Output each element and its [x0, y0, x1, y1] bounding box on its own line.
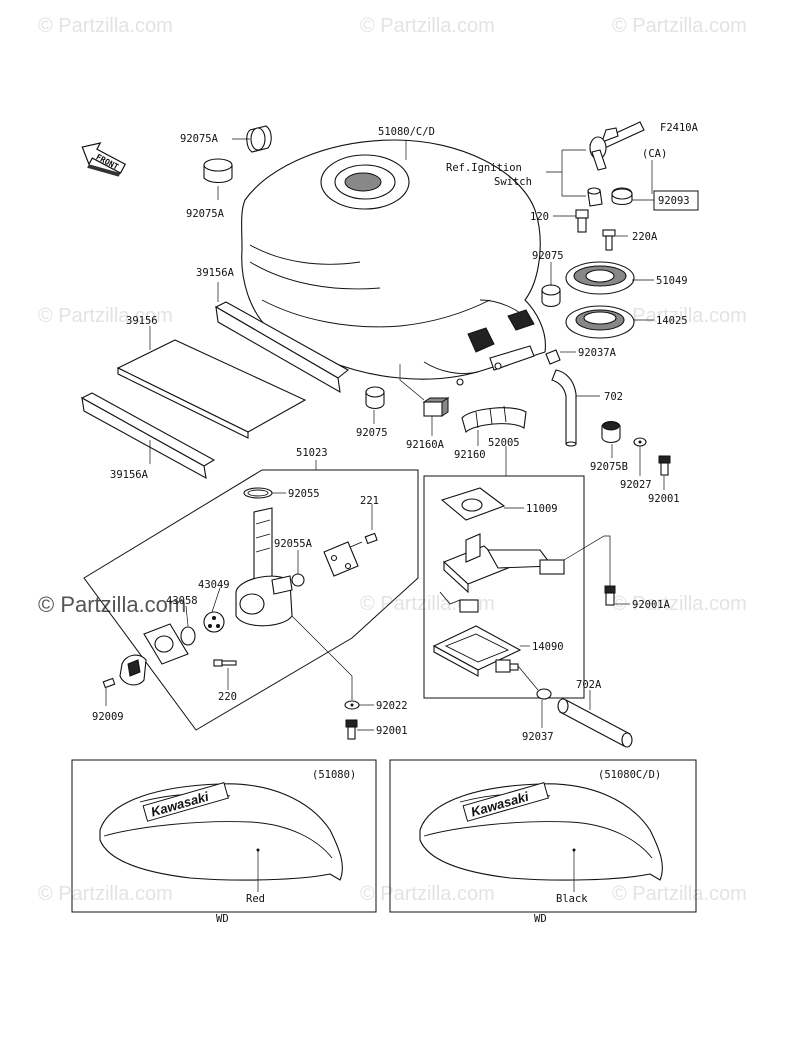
bolt-92001-right: [658, 455, 671, 476]
variant-color: Black: [556, 893, 588, 905]
label-14025: 14025: [656, 315, 688, 327]
label-92037: 92037: [522, 731, 554, 743]
fuel-pump-group: [423, 475, 585, 699]
clip-92037A: [545, 349, 561, 365]
label-92075A-top: 92075A: [180, 133, 219, 145]
label-43058: 43058: [166, 595, 198, 607]
label-92055: 92055: [288, 488, 320, 500]
variant-market: WD: [534, 913, 547, 925]
cap-92093: [611, 187, 633, 206]
fuel-cock-group: [83, 469, 419, 731]
lock-cylinder: [587, 187, 603, 207]
variant-code: (51080C/D): [598, 769, 661, 781]
watermark: © Partzilla.com: [38, 15, 173, 37]
label-51049: 51049: [656, 275, 688, 287]
part-labels: 92075A 92075A 51080/C/D 39156A 39156 391…: [92, 126, 699, 743]
grommet-92075-left: [365, 386, 385, 410]
label-92160: 92160: [454, 449, 486, 461]
watermark: © Partzilla.com: [38, 883, 173, 905]
label-92075-right: 92075: [532, 250, 564, 262]
cap-ring-14025: [565, 305, 635, 339]
label-92001-bottom: 92001: [376, 725, 408, 737]
clip-92037: [536, 688, 552, 700]
label-92093: 92093: [658, 195, 690, 207]
variant-code: (51080): [312, 769, 356, 781]
filler-cap-51049: [565, 261, 635, 295]
ref-ignition-label: Ref.Ignition: [446, 162, 522, 174]
watermark-dark: © Partzilla.com: [38, 592, 186, 617]
variant-panel-black: (51080C/D) Kawasaki Black WD: [389, 759, 697, 925]
label-92022: 92022: [376, 700, 408, 712]
label-39156: 39156: [126, 315, 158, 327]
watermark: © Partzilla.com: [38, 305, 173, 327]
washer-92022: [344, 700, 360, 710]
watermark: © Partzilla.com: [612, 883, 747, 905]
bolt-92001A: [604, 585, 616, 606]
hose-702: [551, 369, 577, 447]
hose-702A: [557, 698, 633, 748]
variant-panel-red: (51080) Kawasaki Red WD: [71, 759, 377, 925]
label-92075A-bottom: 92075A: [186, 208, 225, 220]
label-702: 702: [604, 391, 623, 403]
label-box-92093: [653, 190, 699, 211]
damper-92075A-top: [246, 125, 272, 153]
fuel-tank: [241, 139, 546, 386]
tank-side-view: Kawasaki: [419, 782, 663, 892]
label-92075B: 92075B: [590, 461, 628, 473]
watermark: © Partzilla.com: [360, 15, 495, 37]
screw-220A: [602, 229, 616, 251]
tank-side-view: Kawasaki: [99, 782, 343, 892]
label-14090: 14090: [532, 641, 564, 653]
label-220A: 220A: [632, 231, 658, 243]
label-120: 120: [530, 211, 549, 223]
label-92001-right: 92001: [648, 493, 680, 505]
label-39156A-top: 39156A: [196, 267, 235, 279]
label-702A: 702A: [576, 679, 602, 691]
watermark: © Partzilla.com: [612, 15, 747, 37]
label-220: 220: [218, 691, 237, 703]
label-92160A: 92160A: [406, 439, 445, 451]
bolt-120: [575, 209, 589, 233]
pad-39156: [116, 339, 307, 439]
grommet-92075-right: [541, 284, 561, 308]
variant-color: Red: [246, 893, 265, 905]
ignition-keys: [589, 121, 645, 171]
grommet-92075B: [601, 420, 621, 444]
label-92001A: 92001A: [632, 599, 671, 611]
damper-92160: [461, 405, 527, 434]
ref-ignition-switch-label: Switch: [494, 176, 532, 188]
label-92037A: 92037A: [578, 347, 617, 359]
pad-39156A-top: [214, 301, 349, 394]
label-52005: 52005: [488, 437, 520, 449]
label-92027: 92027: [620, 479, 652, 491]
block-92160A: [422, 397, 450, 417]
front-arrow: FRONT: [81, 142, 127, 177]
pad-39156A-bottom: [80, 392, 216, 480]
washer-92027: [633, 437, 647, 447]
label-51023: 51023: [296, 447, 328, 459]
damper-92075A-bottom: [203, 158, 233, 184]
label-43049: 43049: [198, 579, 230, 591]
watermark: © Partzilla.com: [360, 883, 495, 905]
ca-label: (CA): [642, 148, 667, 160]
label-51080: 51080/C/D: [378, 126, 435, 138]
figure-code: F2410A: [660, 122, 699, 134]
leader-lines: [105, 138, 665, 731]
label-221: 221: [360, 495, 379, 507]
watermark: © Partzilla.com: [612, 305, 747, 327]
label-92009: 92009: [92, 711, 124, 723]
label-39156A-bottom: 39156A: [110, 469, 149, 481]
bolt-92001-bottom: [345, 719, 358, 740]
label-92055A: 92055A: [274, 538, 313, 550]
label-11009: 11009: [526, 503, 558, 515]
watermark: © Partzilla.com: [612, 593, 747, 615]
label-92075-left: 92075: [356, 427, 388, 439]
variant-market: WD: [216, 913, 229, 925]
